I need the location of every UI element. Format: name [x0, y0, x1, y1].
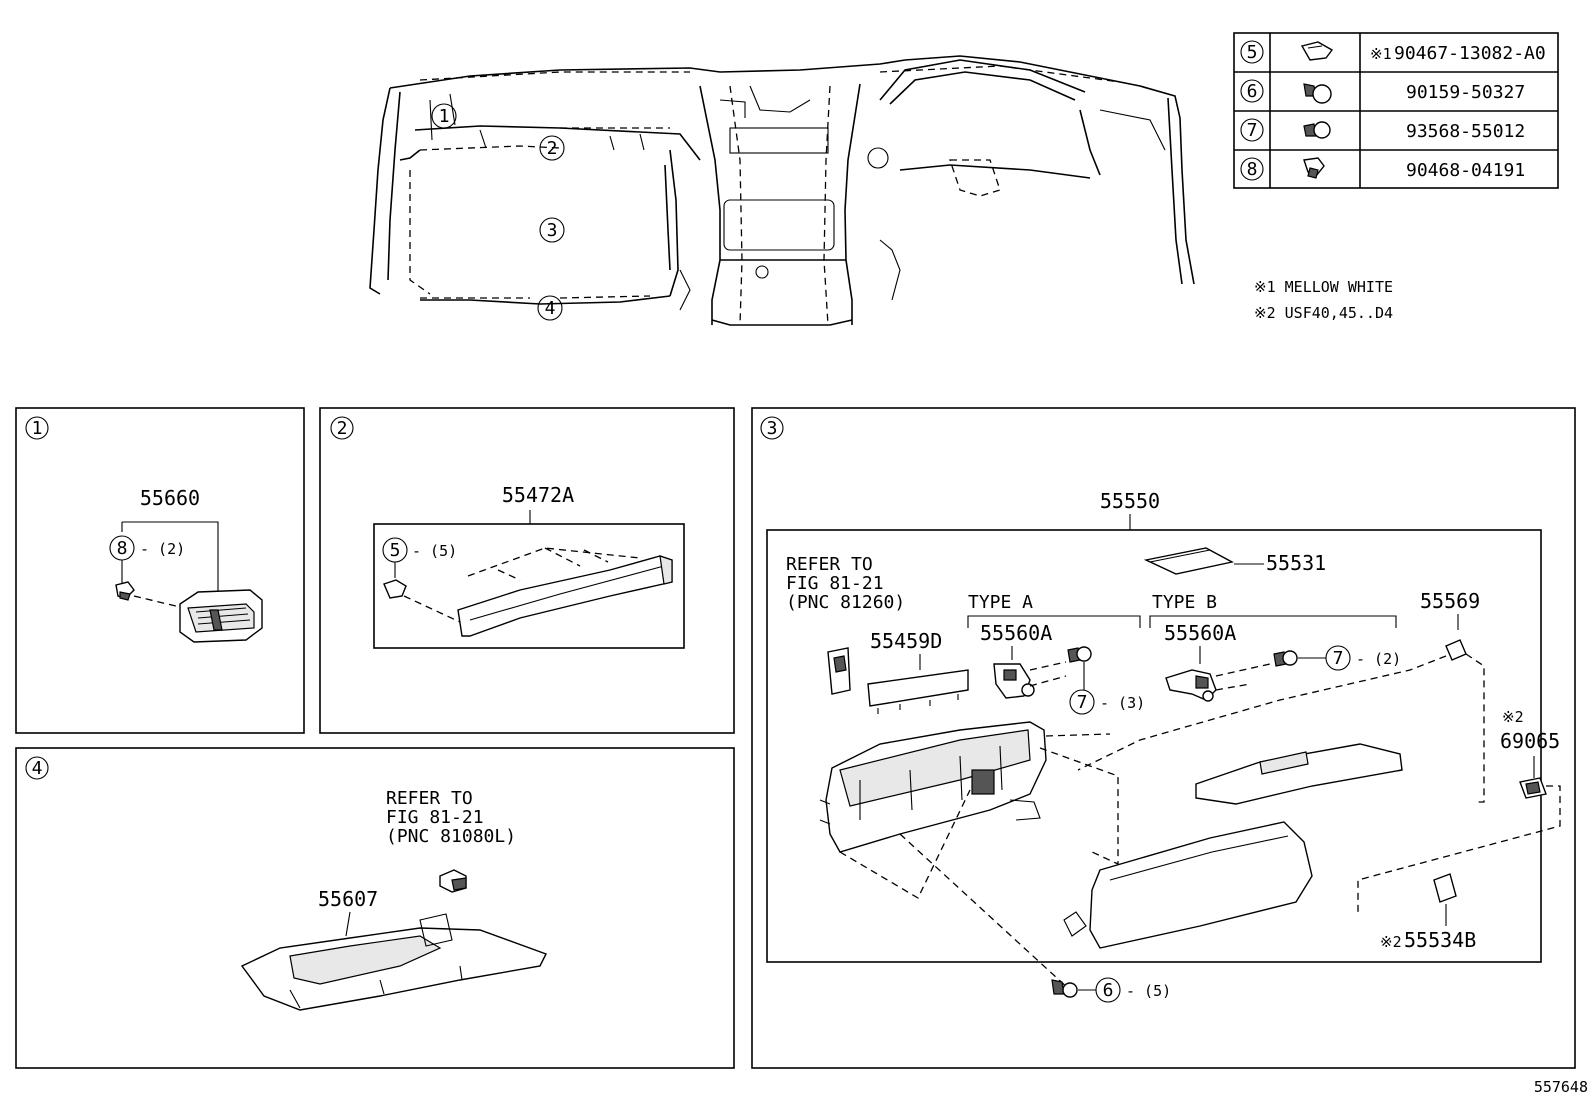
- figure-id: 557648: [1534, 1078, 1588, 1096]
- svg-text:- (3): - (3): [1100, 694, 1145, 712]
- svg-text:(PNC 81260): (PNC 81260): [786, 592, 905, 613]
- svg-text:90468-04191: 90468-04191: [1406, 160, 1525, 181]
- glovebox-lid-plate-part: [1143, 547, 1235, 575]
- glovebox-housing-part: [819, 721, 1047, 853]
- panel-4: 4 REFER TO FIG 81-21 (PNC 81080L) 55607: [15, 747, 735, 1069]
- grommet-part-a: [1067, 646, 1092, 663]
- clip-part-icon: [115, 581, 135, 601]
- part-label-55660: 55660: [140, 486, 200, 510]
- legend-row-8: 8 90468-04191: [1240, 157, 1525, 181]
- part-label-55531: 55531: [1266, 551, 1326, 575]
- grommet-icon: [1303, 121, 1331, 139]
- dashboard-overview: [369, 55, 1195, 326]
- callout-7-type-a: 7 - (3): [1069, 689, 1145, 715]
- svg-text:FIG 81-21: FIG 81-21: [786, 573, 884, 594]
- svg-text:90467-13082-A0: 90467-13082-A0: [1394, 43, 1546, 64]
- switch-part-69065: [1519, 777, 1547, 799]
- svg-text:REFER TO: REFER TO: [386, 788, 473, 809]
- svg-text:FIG 81-21: FIG 81-21: [386, 807, 484, 828]
- damper-part: [1445, 639, 1467, 661]
- screw-part-6: [1051, 979, 1078, 998]
- svg-text:- (2): - (2): [1356, 650, 1401, 668]
- panel-3: 3 55550 REFER TO FIG 81-21 (PNC 81260) 5…: [751, 407, 1576, 1069]
- overview-callout-3: 3: [539, 217, 565, 243]
- svg-text:- (5): - (5): [1126, 982, 1171, 1000]
- svg-text:- (2): - (2): [140, 540, 185, 558]
- clip-nut-icon: [1300, 41, 1334, 61]
- part-label-55560A-type-b: 55560A: [1164, 621, 1236, 645]
- part-label-55560A-type-a: 55560A: [980, 621, 1052, 645]
- legend-row-5: 5 ※1 90467-13082-A0: [1240, 40, 1546, 64]
- svg-text:3: 3: [767, 418, 778, 439]
- clip-icon: [1303, 157, 1325, 179]
- part-label-55472A: 55472A: [502, 483, 574, 507]
- svg-text:4: 4: [545, 298, 556, 319]
- svg-text:6: 6: [1247, 81, 1258, 102]
- note-mellow-white: ※1 MELLOW WHITE: [1254, 278, 1393, 296]
- svg-text:(PNC 81080L): (PNC 81080L): [386, 826, 516, 847]
- assembly-label-55550: 55550: [1100, 489, 1160, 513]
- side-air-vent-part: [179, 589, 263, 643]
- fastener-legend-table: 5 ※1 90467-13082-A0 6 90159-50327 7: [1233, 32, 1559, 189]
- svg-text:2: 2: [547, 138, 558, 159]
- mark-2-69065: ※2: [1502, 708, 1524, 726]
- svg-text:90159-50327: 90159-50327: [1406, 82, 1525, 103]
- svg-text:8: 8: [117, 538, 128, 559]
- svg-text:3: 3: [547, 220, 558, 241]
- glovebox-inner-tray-part: [1195, 743, 1403, 805]
- glovebox-strip-part: [867, 669, 969, 714]
- panel-2: 2 55472A 5 - (5): [319, 407, 735, 734]
- svg-text:1: 1: [439, 106, 450, 127]
- callout-8-panel1: 8 - (2): [109, 535, 185, 561]
- glovebox-door-part: [1063, 821, 1313, 949]
- refer-note-pnc-81080L: REFER TO FIG 81-21 (PNC 81080L): [386, 788, 516, 847]
- note-model-usf: ※2 USF40,45..D4: [1254, 304, 1393, 322]
- part-label-55459D: 55459D: [870, 629, 942, 653]
- svg-text:93568-55012: 93568-55012: [1406, 121, 1525, 142]
- svg-text:7: 7: [1077, 692, 1088, 713]
- callout-7-type-b: 7 - (2): [1325, 645, 1401, 671]
- svg-text:6: 6: [1103, 980, 1114, 1001]
- svg-text:8: 8: [1247, 159, 1258, 180]
- svg-text:1: 1: [32, 418, 43, 439]
- mark-2-55534B: ※2: [1380, 933, 1402, 951]
- svg-text:7: 7: [1247, 120, 1258, 141]
- svg-text:※1: ※1: [1370, 45, 1392, 63]
- lock-latch-part-type-b: [1165, 669, 1217, 702]
- svg-text:5: 5: [390, 540, 401, 561]
- switch-connector-part: [827, 647, 851, 695]
- part-label-55569: 55569: [1420, 589, 1480, 613]
- grommet-part-b: [1273, 650, 1298, 667]
- lock-latch-part-type-a: [993, 663, 1035, 699]
- type-a-label: TYPE A: [968, 592, 1033, 613]
- refer-note-pnc-81260: REFER TO FIG 81-21 (PNC 81260): [786, 554, 905, 613]
- overview-callout-4: 4: [537, 295, 563, 321]
- panel-1: 1 55660 8 - (2): [15, 407, 305, 734]
- svg-text:REFER TO: REFER TO: [786, 554, 873, 575]
- svg-text:4: 4: [32, 758, 43, 779]
- type-b-label: TYPE B: [1152, 592, 1217, 613]
- overview-callout-2: 2: [539, 135, 565, 161]
- part-label-55607: 55607: [318, 887, 378, 911]
- svg-text:- (5): - (5): [412, 542, 457, 560]
- callout-6-panel3: 6 - (5): [1095, 977, 1171, 1003]
- pad-part-55534B: [1433, 873, 1457, 903]
- lower-trim-panel-part: [457, 555, 673, 637]
- callout-5-panel2: 5 - (5): [382, 537, 457, 563]
- svg-text:5: 5: [1247, 42, 1258, 63]
- clip-nut-part: [383, 579, 407, 599]
- sensor-connector-part: [439, 869, 467, 893]
- part-label-55534B: 55534B: [1404, 928, 1476, 952]
- svg-text:2: 2: [337, 418, 348, 439]
- overview-callout-1: 1: [431, 103, 457, 129]
- screw-icon: [1303, 83, 1332, 104]
- part-label-69065: 69065: [1500, 729, 1560, 753]
- legend-row-7: 7 93568-55012: [1240, 118, 1525, 142]
- legend-row-6: 6 90159-50327: [1240, 79, 1525, 104]
- lower-cover-part: [240, 913, 547, 1011]
- svg-text:7: 7: [1333, 648, 1344, 669]
